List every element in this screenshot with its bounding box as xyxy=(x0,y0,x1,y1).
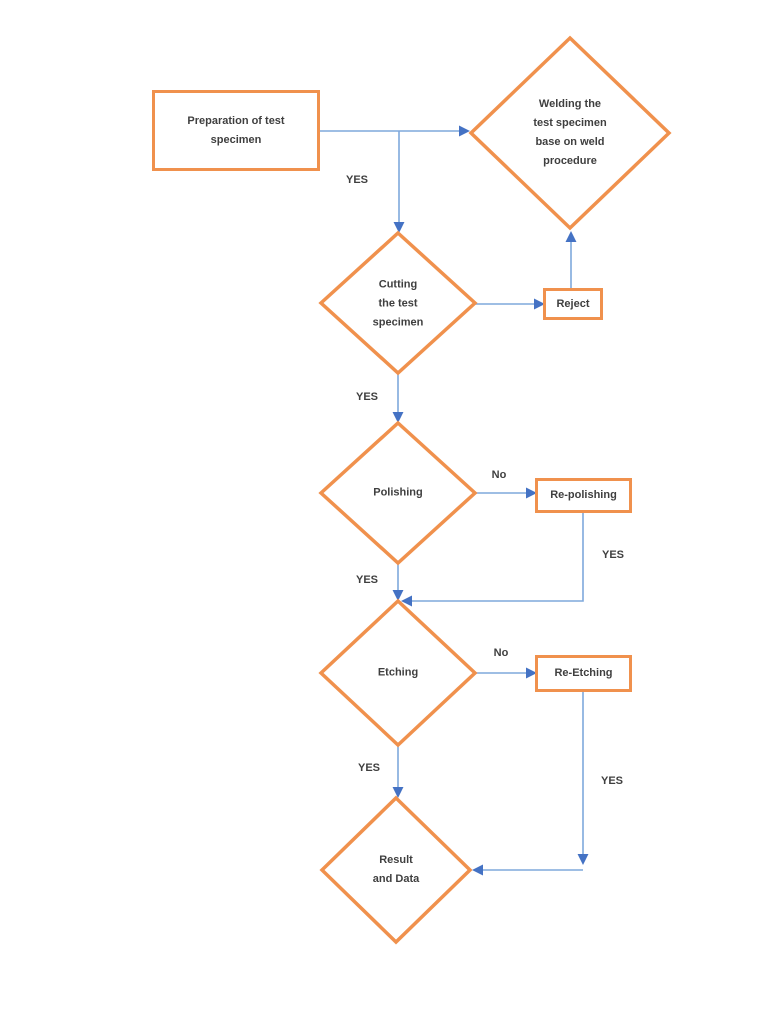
edge-label-yes-cutting: YES xyxy=(355,391,379,403)
etching-diamond-shape xyxy=(318,598,478,748)
node-preparation: Preparation of test specimen xyxy=(152,90,320,171)
edge-label-no-etching: No xyxy=(493,647,509,659)
node-preparation-label: Preparation of test specimen xyxy=(187,114,285,146)
diamond-shapes xyxy=(318,35,672,945)
connector-repolishing-return xyxy=(401,513,584,607)
node-reetching: Re-Etching xyxy=(535,655,632,692)
edge-label-yes-repolishing: YES xyxy=(601,549,625,561)
edge-label-yes-etching: YES xyxy=(357,762,381,774)
edge-label-yes-prep-branch: YES xyxy=(345,174,369,186)
connectors xyxy=(320,125,589,876)
edge-label-yes-reetching: YES xyxy=(600,775,624,787)
edge-label-no-polishing: No xyxy=(491,469,507,481)
welding-diamond-shape xyxy=(468,35,672,231)
cutting-diamond-shape xyxy=(318,230,478,376)
result-diamond-shape xyxy=(319,795,473,945)
edge-label-yes-polishing: YES xyxy=(355,574,379,586)
node-reject-label: Reject xyxy=(556,297,590,310)
polishing-diamond-shape xyxy=(318,420,478,566)
node-reetching-label: Re-Etching xyxy=(554,667,613,679)
node-reject: Reject xyxy=(543,288,603,320)
node-repolishing: Re-polishing xyxy=(535,478,632,513)
node-repolishing-label: Re-polishing xyxy=(550,489,617,501)
